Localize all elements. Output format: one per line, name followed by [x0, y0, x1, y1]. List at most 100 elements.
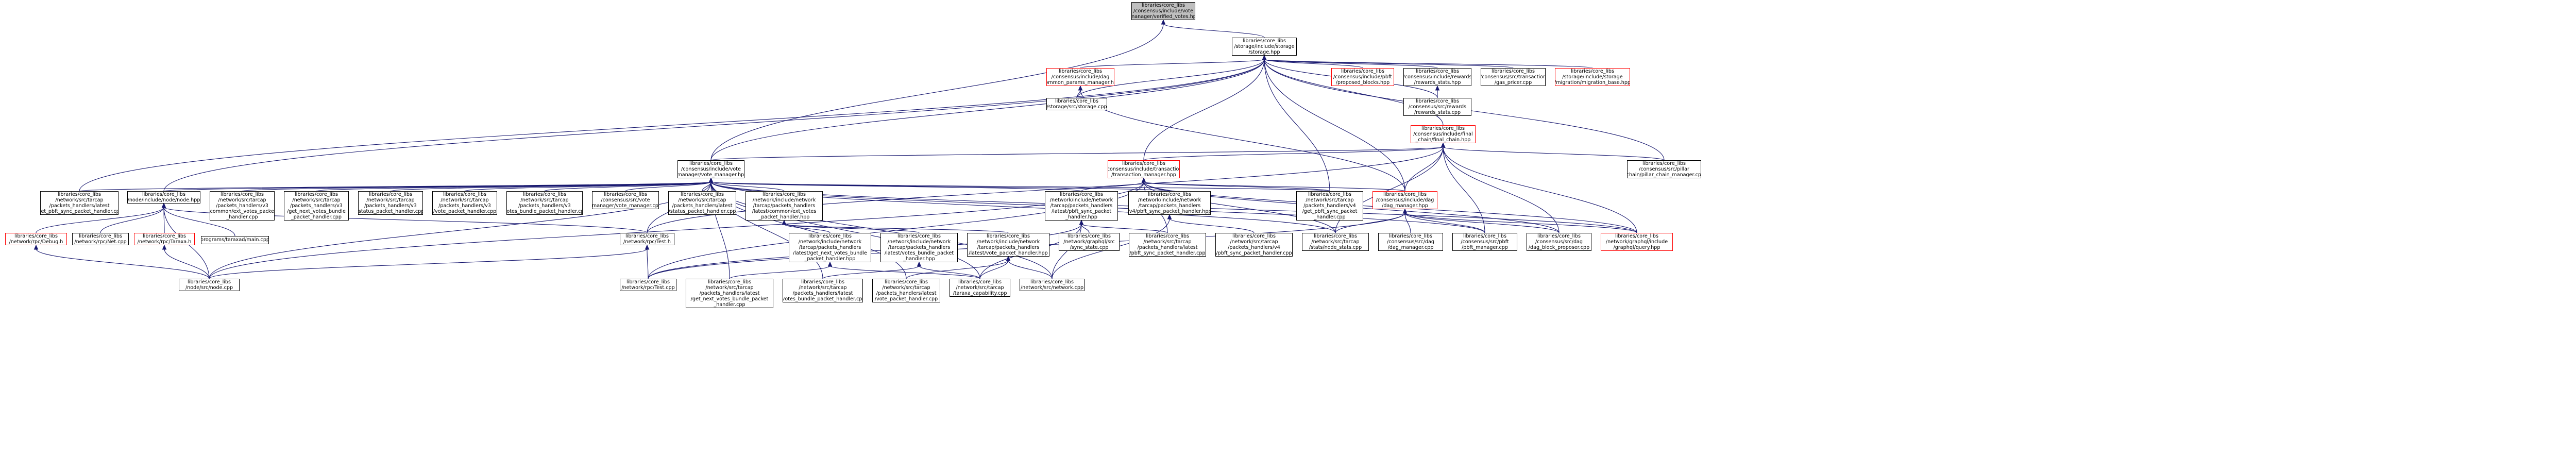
node-label-line: /network/src/tarcap [1306, 197, 1354, 203]
node-dag-manager-hpp[interactable]: libraries/core_libs/consensus/include/da… [1372, 191, 1437, 209]
include-edge [710, 181, 1330, 192]
node-verified-votes-hpp: libraries/core_libs/consensus/include/vo… [1131, 2, 1195, 20]
node-label-line: /network/src/tarcap [882, 284, 930, 291]
node-label-line: /dag_manager.cpp [1387, 245, 1434, 251]
node-label-line: libraries/core_libs [1537, 233, 1581, 239]
node-migration-base-hpp[interactable]: libraries/core_libs/storage/include/stor… [1555, 68, 1630, 86]
node-latest-status-cpp[interactable]: libraries/core_libs/network/src/tarcap/p… [668, 191, 736, 215]
node-v4-pbft-sync-cpp[interactable]: libraries/core_libs/network/src/tarcap/p… [1215, 233, 1293, 257]
node-latest-votes-bundle-cpp[interactable]: libraries/core_libs/network/src/tarcap/p… [783, 279, 863, 302]
node-test-h[interactable]: libraries/core_libs/network/rpc/Test.h [620, 233, 674, 245]
node-label-line: _handler.cpp [714, 302, 745, 308]
include-edge [784, 224, 1009, 233]
node-latest-vote-cpp[interactable]: libraries/core_libs/network/src/tarcap/p… [872, 279, 940, 302]
node-v4-get-pbft-sync-cpp[interactable]: libraries/core_libs/network/src/tarcap/p… [1296, 191, 1363, 221]
node-label-line: libraries/core_libs [762, 191, 806, 197]
node-label-line: /vote_packet_handler.cpp [433, 209, 497, 215]
node-label-line: libraries/core_libs [1421, 125, 1465, 131]
include-edge [1008, 260, 1053, 279]
node-label-line: /taraxa_capability.cpp [953, 291, 1007, 297]
node-label-line: /consensus/include/dag [1376, 197, 1434, 203]
node-node-hpp[interactable]: libraries/core_libs/node/include/node/no… [127, 191, 200, 204]
include-edge [1404, 212, 1485, 233]
node-taraxa-h[interactable]: libraries/core_libs/network/rpc/Taraxa.h [134, 233, 195, 245]
include-edge-arrowhead [1440, 142, 1446, 148]
node-pbft-manager-cpp[interactable]: libraries/core_libs/consensus/src/pbft/p… [1452, 233, 1517, 251]
include-edge [36, 248, 210, 279]
node-network-cpp[interactable]: libraries/core_libs/network/src/network.… [1020, 279, 1084, 291]
node-dag-manager-cpp[interactable]: libraries/core_libs/consensus/src/dag/da… [1378, 233, 1443, 251]
node-common-params-manager-hpp[interactable]: libraries/core_libs/consensus/include/da… [1046, 68, 1114, 86]
node-v3-vote-cpp[interactable]: libraries/core_libs/network/src/tarcap/p… [432, 191, 497, 215]
node-node-stats-cpp[interactable]: libraries/core_libs/network/src/tarcap/s… [1302, 233, 1369, 251]
node-label-line: libraries/core_libs [188, 279, 231, 285]
node-get-next-votes-hpp[interactable]: libraries/core_libs/network/include/netw… [789, 233, 871, 262]
node-graphql-query-hpp[interactable]: libraries/core_libs/network/graphql/incl… [1601, 233, 1673, 251]
node-label-line: libraries/core_libs [1615, 233, 1658, 239]
node-node-cpp[interactable]: libraries/core_libs/node/src/node.cpp [179, 279, 240, 291]
node-v4-pbft-sync-hpp[interactable]: libraries/core_libs/network/include/netw… [1128, 191, 1211, 215]
node-vote-manager-cpp[interactable]: libraries/core_libs/consensus/src/vote_m… [592, 191, 659, 209]
node-label-line: libraries/core_libs [58, 191, 101, 197]
include-edge [1163, 23, 1265, 38]
node-pillar-chain-manager-cpp[interactable]: libraries/core_libs/consensus/src/pillar… [1627, 160, 1701, 178]
node-storage-hpp[interactable]: libraries/core_libs/storage/include/stor… [1232, 38, 1297, 56]
node-label-line: /stats/node_stats.cpp [1309, 245, 1362, 251]
node-v3-ext-votes-cpp[interactable]: libraries/core_libs/network/src/tarcap/p… [210, 191, 275, 221]
include-edge [784, 224, 831, 233]
node-taraxa-capability-cpp[interactable]: libraries/core_libs/network/src/tarcap/t… [950, 279, 1010, 297]
include-edge-arrowhead [1435, 85, 1440, 91]
node-label-line: _packet_handler.cpp [291, 214, 342, 221]
node-rewards-stats-cpp[interactable]: libraries/core_libs/consensus/src/reward… [1403, 98, 1471, 116]
node-label-line: libraries/core_libs [1059, 68, 1102, 74]
node-final-chain-hpp[interactable]: libraries/core_libs/consensus/include/fi… [1411, 125, 1476, 143]
node-transaction-manager-hpp[interactable]: libraries/core_libs/consensus/include/tr… [1108, 160, 1180, 178]
node-debug-h[interactable]: libraries/core_libs/network/rpc/Debug.h [5, 233, 67, 245]
include-edge [1404, 212, 1560, 233]
node-graphql-sync-state-cpp[interactable]: libraries/core_libs/network/graphql/src/… [1059, 233, 1120, 251]
node-label-line: /consensus/include/dag [1051, 74, 1110, 80]
include-edge [710, 146, 1444, 161]
node-label-line: /consensus/include/final [1413, 131, 1473, 137]
node-label-line: /consensus/src/transaction [1481, 74, 1546, 80]
node-taraxad-main-cpp[interactable]: programs/taraxad/main.cpp [201, 236, 269, 244]
node-label-line: /v4/pbft_sync_packet_handler.hpp [1128, 209, 1211, 215]
include-edge [1443, 146, 1637, 233]
node-label-line: /consensus/src/pillar [1639, 166, 1689, 172]
node-votes-bundle-hpp[interactable]: libraries/core_libs/network/include/netw… [880, 233, 958, 262]
node-label-line: /packets_handlers/latest [792, 291, 853, 296]
node-vote-packet-hpp[interactable]: libraries/core_libs/network/include/netw… [967, 233, 1049, 257]
node-label-line: libraries/core_libs [79, 233, 122, 239]
node-test-cpp[interactable]: libraries/core_libs/network/rpc/Test.cpp [620, 279, 676, 291]
node-label-line: /network/rpc/Debug.h [9, 239, 63, 245]
node-proposed-blocks-hpp[interactable]: libraries/core_libs/consensus/include/pb… [1331, 68, 1394, 86]
include-edge [1264, 59, 1593, 69]
node-label-line: libraries/core_libs [1314, 233, 1357, 239]
node-label-line: /pbft_sync_packet_handler.cpp [1129, 250, 1206, 257]
node-v3-status-cpp[interactable]: libraries/core_libs/network/src/tarcap/p… [358, 191, 423, 215]
node-ext-votes-hpp[interactable]: libraries/core_libs/network/include/netw… [745, 191, 823, 221]
node-label-line: libraries/core_libs [1055, 98, 1098, 104]
node-pbft-sync-hpp[interactable]: libraries/core_libs/network/include/netw… [1045, 191, 1118, 221]
node-label-line: /tarcap/packets_handlers [1138, 203, 1201, 209]
node-v3-votes-bundle-cpp[interactable]: libraries/core_libs/network/src/tarcap/p… [506, 191, 583, 215]
node-label-line: /status_packet_handler.cpp [358, 209, 423, 215]
node-dag-block-proposer-cpp[interactable]: libraries/core_libs/consensus/src/dag/da… [1527, 233, 1591, 251]
node-storage-cpp[interactable]: libraries/core_libs/storage/src/storage.… [1046, 98, 1107, 110]
include-edge [1264, 59, 1405, 192]
node-rewards-stats-hpp[interactable]: libraries/core_libs/consensus/include/re… [1403, 68, 1471, 86]
node-latest-get-pbft-sync-cpp[interactable]: libraries/core_libs/network/src/tarcap/p… [40, 191, 118, 215]
node-v3-get-next-votes-cpp[interactable]: libraries/core_libs/network/src/tarcap/p… [284, 191, 349, 221]
node-label-line: /dag_block_proposer.cpp [1528, 245, 1590, 251]
node-net-cpp[interactable]: libraries/core_libs/network/rpc/Net.cpp [72, 233, 129, 245]
include-edge [544, 181, 711, 192]
node-latest-pbft-sync-cpp[interactable]: libraries/core_libs/network/src/tarcap/p… [1129, 233, 1206, 257]
node-label-line: /consensus/src/dag [1535, 239, 1583, 245]
node-vote-manager-hpp[interactable]: libraries/core_libs/consensus/include/vo… [677, 160, 744, 178]
node-latest-get-next-votes-cpp[interactable]: libraries/core_libs/network/src/tarcap/p… [686, 279, 773, 308]
node-label-line: libraries/core_libs [1243, 38, 1286, 44]
include-edge-arrowhead [1078, 85, 1083, 91]
node-gas-pricer-cpp[interactable]: libraries/core_libs/consensus/src/transa… [1481, 68, 1546, 86]
include-edge-arrowhead [917, 261, 922, 267]
